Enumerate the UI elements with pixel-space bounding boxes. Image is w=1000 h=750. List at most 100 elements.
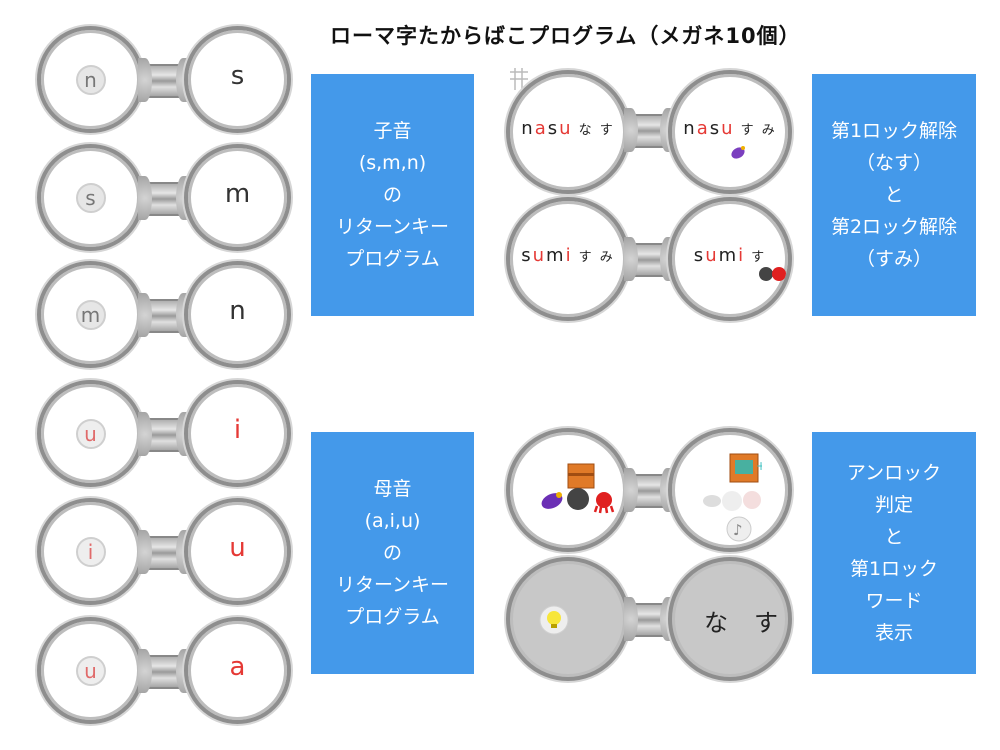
consonant-line: 子音 [373, 120, 412, 142]
result-kana-right: す [754, 609, 778, 637]
right-lens: m [184, 144, 291, 251]
svg-text:♪: ♪ [733, 521, 743, 539]
right-lens: s [184, 26, 291, 133]
consonant-line: (s,m,n) [358, 152, 427, 174]
octopus-icon [593, 492, 615, 514]
left-lens: i [37, 498, 144, 605]
lightbulb-icon[interactable] [539, 605, 569, 635]
letter: i [233, 414, 242, 445]
music-note-icon[interactable]: ♪ [726, 516, 752, 542]
ink-icon [567, 488, 589, 510]
vowel-box: 母音 (a,i,u) のリターンキープログラム [311, 432, 474, 674]
previous-letter: s [75, 182, 106, 213]
word-kana: す み [740, 123, 777, 138]
nasu-right-lens: nasu す み [668, 70, 792, 194]
unlock-line: 判定 [874, 494, 913, 516]
vowel-line: プログラム [345, 606, 440, 628]
word-letter: s [693, 245, 706, 266]
consonant-line: リターンキー [335, 216, 450, 238]
right-lens: a [184, 617, 291, 724]
treasure-right-lens: + ♪ [668, 428, 792, 552]
left-lens: n [37, 26, 144, 133]
result-glasses[interactable]: な す [506, 557, 792, 683]
word-letter: n [683, 118, 697, 139]
word-letter: s [521, 245, 533, 266]
word-letter: u [532, 245, 547, 266]
unlock-box: アンロック判定と第1ロックワード表示 [812, 432, 976, 674]
previous-letter: u [75, 418, 106, 449]
svg-text:+: + [756, 459, 762, 473]
unlock-line: と [884, 526, 904, 548]
unlock-line: ワード [865, 590, 923, 612]
vowel-line: (a,i,u) [364, 510, 421, 532]
lock-box: 第1ロック解除（なす）と第2ロック解除（すみ） [812, 74, 976, 316]
right-lens: u [184, 498, 291, 605]
sumi-left-lens: sumi す み [506, 197, 630, 321]
result-right-lens: な す [668, 557, 792, 681]
faded-items-icon [703, 491, 761, 511]
previous-letter: m [75, 299, 106, 330]
previous-letter: n [75, 64, 106, 95]
vowel-line: リターンキー [335, 574, 450, 596]
previous-letter: i [75, 536, 106, 567]
nasu-word-right: nasu す み [672, 118, 788, 139]
letter: a [229, 651, 246, 682]
word-letter: s [709, 118, 722, 139]
left-lens: u [37, 380, 144, 487]
word-kana: す [751, 250, 767, 265]
word-kana: す み [578, 250, 615, 265]
result-kana-left: な [704, 609, 728, 637]
vowel-line: の [382, 542, 402, 564]
letter: m [224, 178, 251, 209]
left-lens: m [37, 261, 144, 368]
word-letter: a [534, 118, 548, 139]
treasure-box-icon [567, 463, 595, 489]
word-letter: n [521, 118, 535, 139]
bridge [138, 412, 190, 456]
treasure-left-lens [506, 428, 630, 552]
treasure-glasses[interactable]: + ♪ [506, 428, 792, 554]
bridge [138, 293, 190, 337]
word-letter: i [565, 245, 573, 266]
unlock-line: 第1ロック [849, 558, 939, 580]
word-letter: u [721, 118, 735, 139]
bridge [138, 58, 190, 102]
octopus-icon [759, 267, 786, 281]
word-kana: な す [578, 123, 615, 138]
word-letter: u [705, 245, 719, 266]
open-treasure-box-icon: + [729, 453, 762, 483]
consonant-line: プログラム [345, 248, 440, 270]
word-letter: a [696, 118, 710, 139]
right-lens: n [184, 261, 291, 368]
eggplant-icon [731, 146, 745, 159]
bridge [138, 530, 190, 574]
word-letter: i [738, 245, 746, 266]
bridge [138, 176, 190, 220]
vowel-line: 母音 [373, 478, 412, 500]
sumi-word-left: sumi す み [510, 245, 626, 266]
left-lens: u [37, 617, 144, 724]
word-letter: m [718, 245, 739, 266]
consonant-line: の [382, 184, 402, 206]
lock-line: と [884, 184, 904, 206]
word-letter: m [546, 245, 566, 266]
word-letter: s [547, 118, 560, 139]
unlock-line: 表示 [874, 622, 913, 644]
lock-line: 第1ロック解除 [830, 120, 958, 142]
bridge [624, 597, 674, 641]
consonant-box: 子音 (s,m,n) のリターンキープログラム [311, 74, 474, 316]
previous-letter: u [75, 655, 106, 686]
bridge [624, 468, 674, 512]
bridge [624, 237, 674, 281]
page-title: ローマ字たからばこプログラム（メガネ10個） [330, 24, 801, 48]
